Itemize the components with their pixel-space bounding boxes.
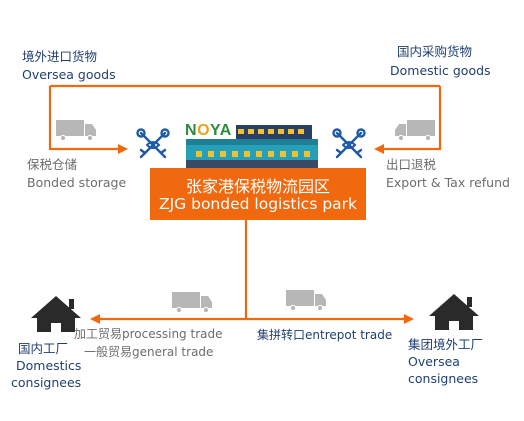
domestic-consignee-en1: Domestics	[16, 358, 82, 373]
domestic-goods-label-en: Domestic goods	[390, 63, 491, 78]
export-tax-refund-label-cn: 出口退税	[386, 157, 437, 172]
truck-icon	[172, 292, 212, 314]
warehouse-building-icon	[186, 125, 318, 168]
logistics-park-box: 张家港保税物流园区 ZJG bonded logistics park	[150, 168, 366, 220]
house-icon	[429, 294, 479, 330]
customs-emblem-icon	[332, 128, 366, 159]
oversea-goods-label-cn: 境外进口货物	[22, 49, 98, 64]
domestic-consignee-cn: 国内工厂	[18, 341, 69, 356]
park-name-en: ZJG bonded logistics park	[158, 195, 358, 213]
domestic-consignee-en2: consignees	[11, 375, 82, 390]
entrepot-trade-label: 集拼转口entrepot trade	[257, 328, 393, 342]
general-trade-label: 一般贸易general trade	[84, 345, 214, 359]
truck-icon	[56, 120, 96, 142]
oversea-goods-arrow	[48, 86, 128, 154]
export-tax-refund-label-en: Export & Tax refund	[386, 175, 510, 190]
oversea-consignee-en1: Oversea	[408, 354, 460, 369]
noya-logo: NOYA	[185, 122, 232, 139]
oversea-goods-label-en: Oversea goods	[22, 67, 116, 82]
oversea-consignee-en2: consignees	[408, 371, 479, 386]
park-name-cn: 张家港保税物流园区	[185, 177, 330, 196]
processing-trade-label: 加工贸易processing trade	[74, 327, 223, 341]
domestic-goods-arrow	[374, 86, 442, 154]
bonded-storage-label-en: Bonded storage	[27, 175, 127, 190]
oversea-consignee-cn: 集团境外工厂	[408, 337, 484, 352]
house-icon	[31, 296, 81, 332]
truck-icon	[286, 290, 326, 312]
truck-icon	[395, 120, 435, 142]
customs-emblem-icon	[136, 128, 170, 159]
bonded-storage-label-cn: 保税仓储	[27, 157, 78, 172]
domestic-goods-label-cn: 国内采购货物	[397, 44, 473, 59]
